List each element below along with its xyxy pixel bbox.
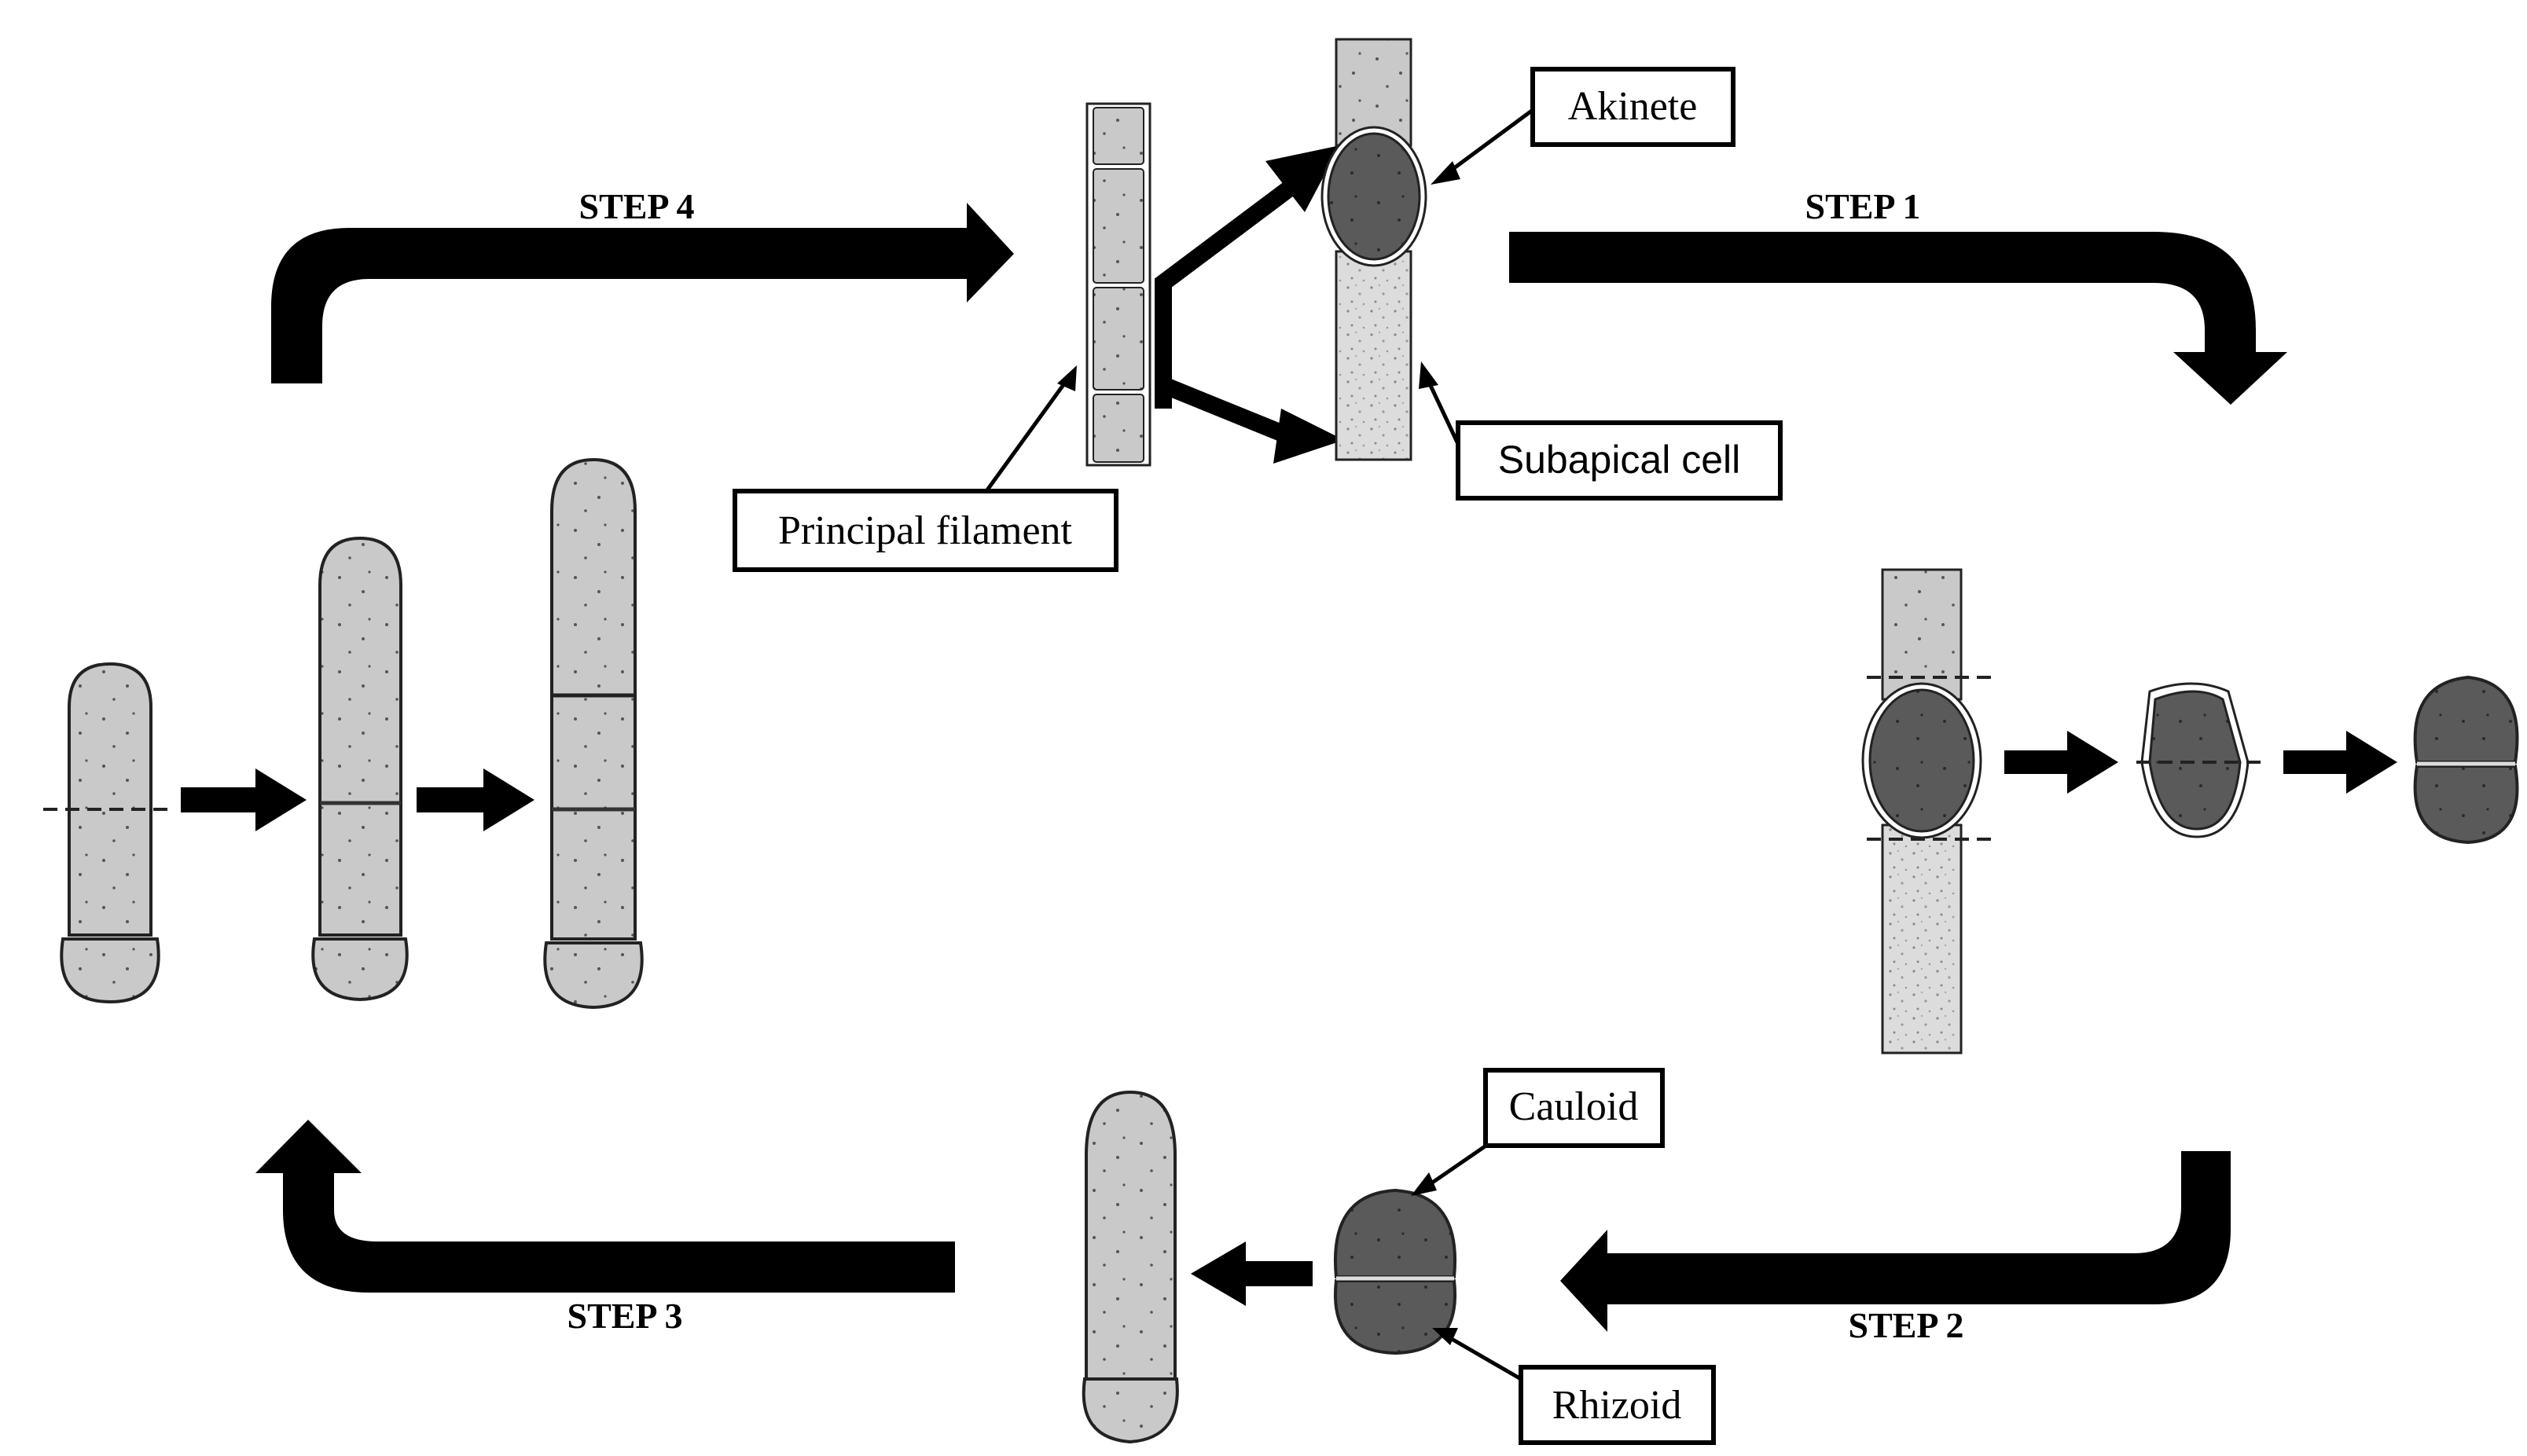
step4-label: STEP 4 xyxy=(578,186,694,226)
subapical-callout: Subapical cell xyxy=(1419,361,1783,501)
germling-to-elongated-arrow xyxy=(1191,1241,1313,1306)
divided-akinete xyxy=(2413,675,2519,845)
growth-arrow-2 xyxy=(417,768,534,831)
growth-arrow-1 xyxy=(181,768,307,831)
rhizoid-callout: Rhizoid xyxy=(1432,1328,1716,1445)
step1-arrow xyxy=(1509,232,2287,405)
principal-filament xyxy=(1085,102,1151,467)
release-arrow-2 xyxy=(2283,731,2397,794)
akinete-release xyxy=(1861,568,1993,1054)
akinete-callout: Akinete xyxy=(1431,67,1735,185)
young-thallus-2 xyxy=(311,536,409,1002)
step2-label: STEP 2 xyxy=(1848,1305,1963,1345)
step3-arrow xyxy=(255,1120,955,1293)
young-thallus-1 xyxy=(43,662,169,1004)
step1-label: STEP 1 xyxy=(1805,186,1920,226)
principal-filament-callout: Principal filament xyxy=(733,365,1118,572)
rhizoid-label: Rhizoid xyxy=(1552,1383,1682,1428)
subapical-cell-label: Subapical cell xyxy=(1498,438,1741,482)
young-thallus-3 xyxy=(543,457,644,1010)
free-akinete xyxy=(2136,682,2264,838)
fork-arrows xyxy=(1155,145,1344,464)
step4-arrow xyxy=(271,203,1014,383)
elongated-cell xyxy=(1082,1090,1179,1444)
cauloid-label: Cauloid xyxy=(1509,1084,1639,1129)
germling xyxy=(1334,1188,1456,1355)
akinete-filament xyxy=(1320,38,1427,461)
step3-label: STEP 3 xyxy=(567,1296,682,1336)
akinete-label: Akinete xyxy=(1568,84,1698,129)
cauloid-callout: Cauloid xyxy=(1411,1068,1665,1196)
principal-filament-label: Principal filament xyxy=(778,508,1073,553)
release-arrow-1 xyxy=(2004,731,2118,794)
step2-arrow xyxy=(1560,1151,2231,1332)
